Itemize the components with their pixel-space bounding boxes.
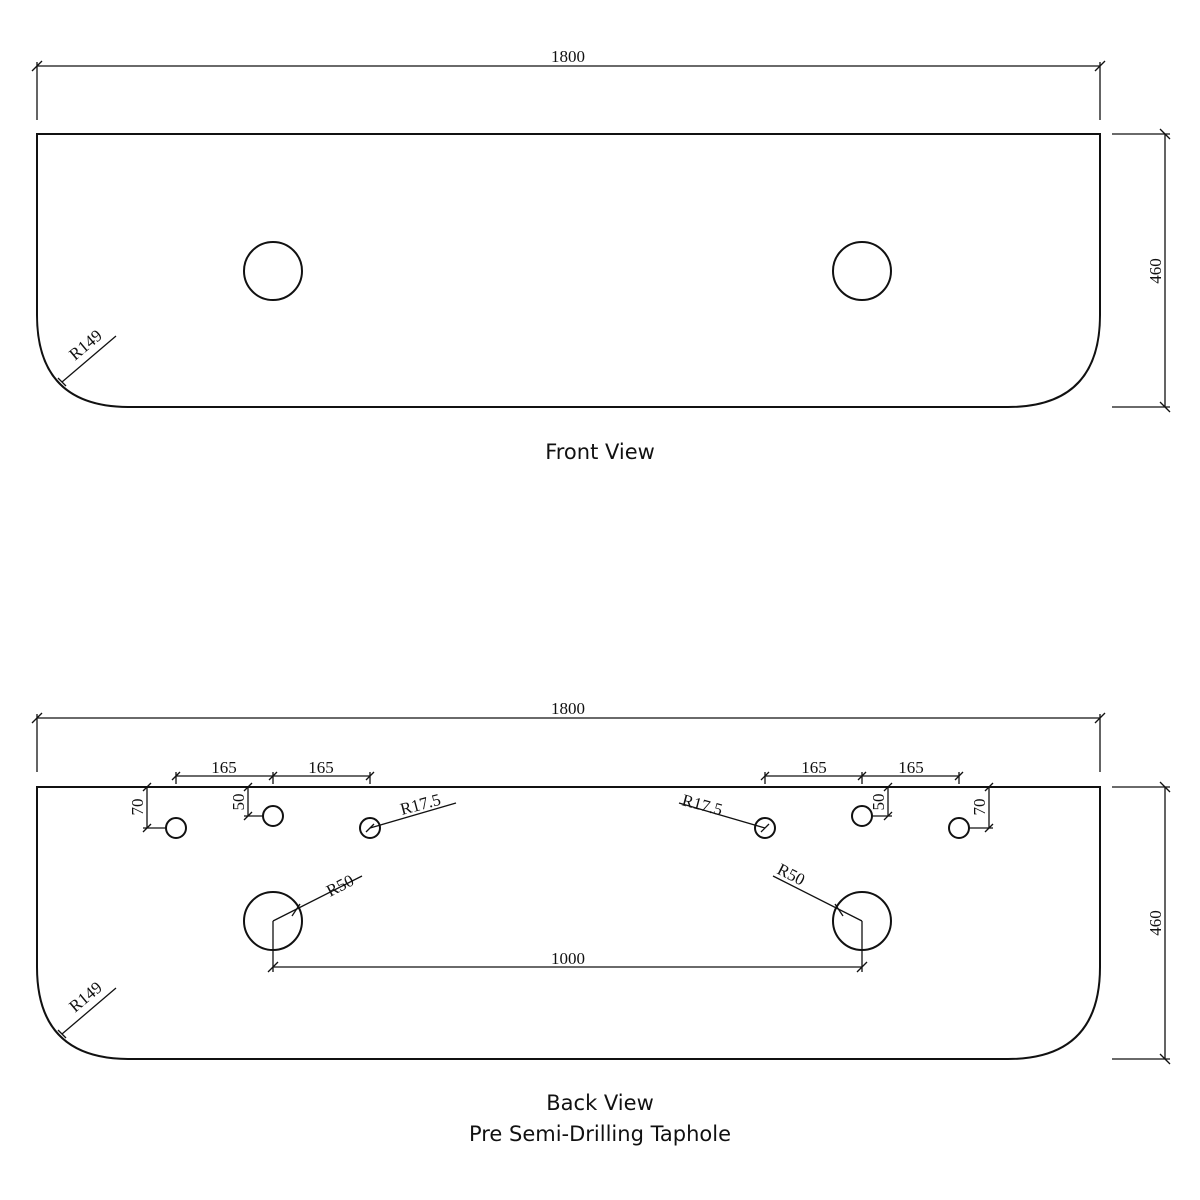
left-tap-spacing-label-2: 165 <box>308 758 334 777</box>
taphole-radius-label-right: R17.5 <box>680 791 725 820</box>
front-width-label: 1800 <box>551 47 585 66</box>
tap-offset-label-right-2: 50 <box>869 794 888 811</box>
tap-offset-dimension-left-2: 50 <box>229 782 263 821</box>
taphole-right-3 <box>948 817 970 839</box>
basin-radius-label-left: R50 <box>323 871 357 901</box>
back-height-label: 460 <box>1146 910 1165 936</box>
tap-offset-dimension-right-1: 70 <box>969 782 994 833</box>
left-tap-spacing-label-1: 165 <box>211 758 237 777</box>
right-tap-spacing-label-1: 165 <box>801 758 827 777</box>
basin-centre-label: 1000 <box>551 949 585 968</box>
front-height-label: 460 <box>1146 258 1165 284</box>
right-tap-spacing-dimension: 165 165 <box>760 758 964 784</box>
front-view: 1800 460 R149 <box>31 47 1171 413</box>
back-width-dimension: 1800 <box>31 699 1106 772</box>
basin-radius-label-right: R50 <box>774 860 808 890</box>
back-corner-radius-label: R149 <box>65 978 105 1016</box>
taphole-left-3 <box>359 817 381 839</box>
taphole-left-1 <box>165 817 187 839</box>
front-height-dimension: 460 <box>1112 128 1171 413</box>
tap-offset-dimension-right-2: 50 <box>869 782 893 821</box>
left-tap-spacing-dimension: 165 165 <box>171 758 375 784</box>
front-view-outline <box>36 133 1101 408</box>
basin-centre-dimension: 1000 <box>267 921 868 973</box>
tap-offset-dimension-left-1: 70 <box>128 782 166 833</box>
back-view-outline <box>36 786 1101 1060</box>
front-width-dimension: 1800 <box>31 47 1106 120</box>
taphole-left-2 <box>262 805 284 827</box>
right-tap-spacing-label-2: 165 <box>898 758 924 777</box>
front-basin-hole-left <box>243 241 303 301</box>
basin-radius-dimension-right: R50 <box>772 860 863 922</box>
front-corner-radius-label: R149 <box>65 326 105 364</box>
back-corner-radius-dimension: R149 <box>57 978 117 1039</box>
front-corner-radius-dimension: R149 <box>57 326 117 387</box>
tap-offset-label-left-2: 50 <box>229 794 248 811</box>
front-view-title: Front View <box>545 440 655 464</box>
front-basin-hole-right <box>832 241 892 301</box>
back-width-label: 1800 <box>551 699 585 718</box>
tap-offset-label-left-1: 70 <box>128 799 147 816</box>
taphole-radius-label-left: R17.5 <box>398 790 443 819</box>
back-view-subtitle: Pre Semi-Drilling Taphole <box>468 1122 732 1146</box>
tap-offset-label-right-1: 70 <box>970 799 989 816</box>
back-view: 1800 460 R149 165 165 <box>31 699 1171 1065</box>
taphole-right-1 <box>754 817 776 839</box>
back-view-title: Back View <box>546 1091 654 1115</box>
taphole-radius-dimension-right: R17.5 <box>678 791 770 833</box>
taphole-radius-dimension-left: R17.5 <box>365 790 457 833</box>
back-height-dimension: 460 <box>1112 781 1171 1065</box>
